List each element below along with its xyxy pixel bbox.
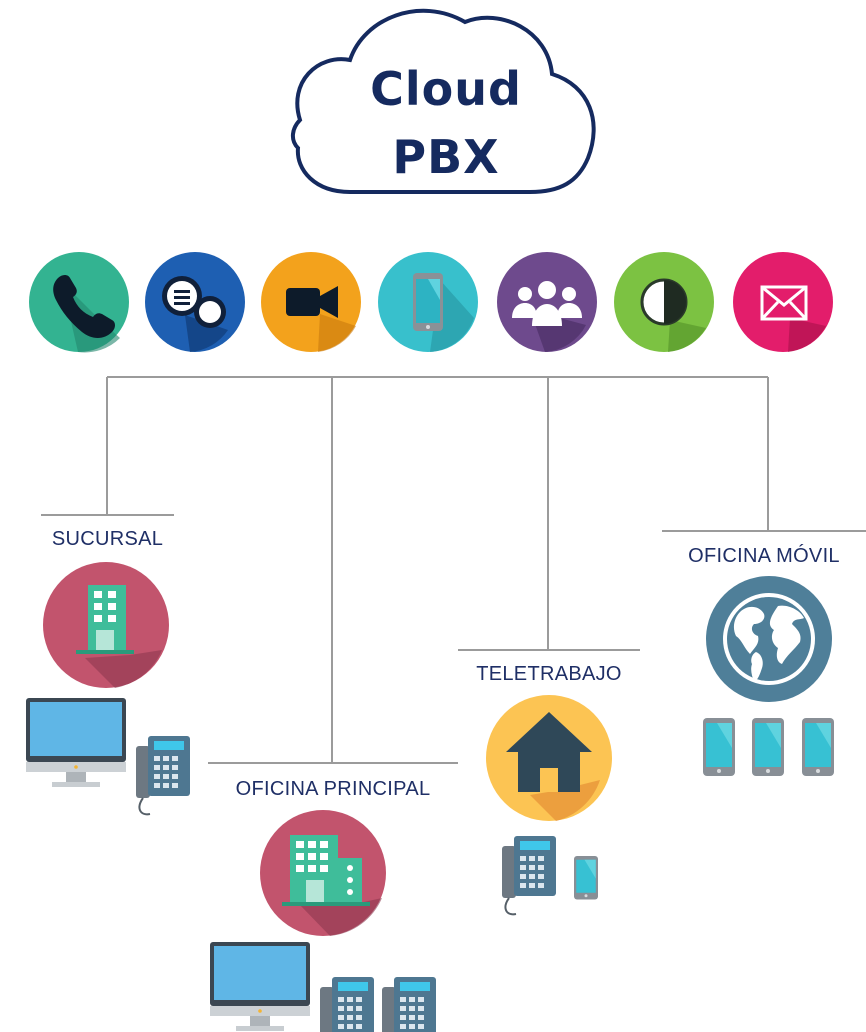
- video-camera-icon: [286, 286, 338, 318]
- movil-globe-icon: [706, 576, 832, 702]
- group-icon: [512, 281, 582, 326]
- sucursal-building-icon: [43, 562, 169, 688]
- envelope-icon: [760, 285, 808, 321]
- movil-mobile-icon-2: [752, 718, 784, 776]
- sucursal-monitor-icon: [26, 698, 126, 787]
- sucursal-deskphone-icon: [135, 735, 191, 816]
- service-email: [733, 252, 833, 352]
- principal-building-icon: [260, 810, 386, 936]
- service-mobile: [378, 252, 478, 352]
- movil-mobile-icon-1: [703, 718, 735, 776]
- principal-monitor-icon: [210, 942, 310, 1031]
- teletrabajo-deskphone-icon: [501, 835, 557, 916]
- service-video: [261, 252, 361, 352]
- connector-lines: [41, 376, 866, 764]
- site-label-teletrabajo: TELETRABAJO: [476, 663, 622, 685]
- teletrabajo-home-icon: [486, 695, 612, 821]
- principal-deskphone-icon-2: [381, 976, 437, 1032]
- principal-deskphone-icon-1: [319, 976, 375, 1032]
- teletrabajo-mobile-icon: [574, 856, 598, 900]
- service-chat: [145, 252, 245, 352]
- site-label-sucursal: SUCURSAL: [51, 528, 164, 550]
- service-contrast: [614, 252, 714, 352]
- chat-icon: [162, 276, 226, 328]
- cloud-title-line2: PBX: [392, 130, 500, 184]
- service-group: [497, 252, 597, 352]
- site-label-movil: OFICINA MÓVIL: [688, 545, 840, 567]
- service-phone: [29, 252, 129, 353]
- cloud-title-line1: Cloud: [370, 62, 522, 116]
- phone-icon: [53, 275, 115, 338]
- site-label-principal: OFICINA PRINCIPAL: [235, 778, 431, 800]
- movil-mobile-icon-3: [802, 718, 834, 776]
- mobile-phone-icon: [413, 273, 443, 331]
- contrast-icon: [640, 278, 688, 326]
- cloud-shape: [291, 8, 596, 194]
